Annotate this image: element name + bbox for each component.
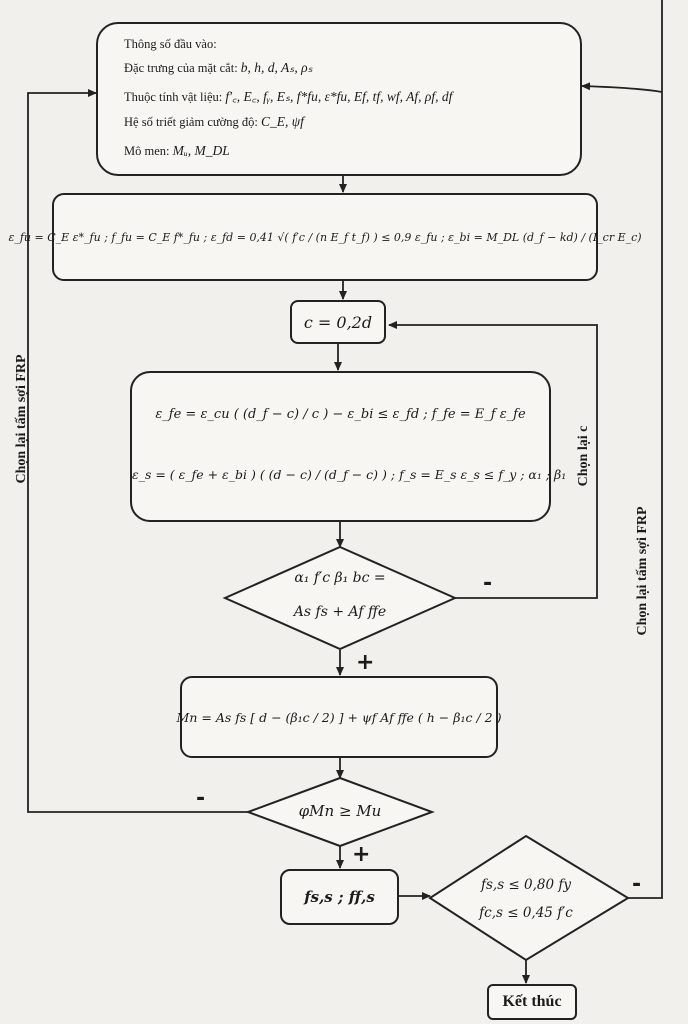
loop-right-frp [628,0,663,899]
material-props-label: Thuộc tính vật liệu: [124,90,223,104]
service-stress-formula: fs,s ; ff,s [304,888,375,906]
decision2-no-sign: - [196,786,206,811]
decision1-no-sign: - [483,571,493,596]
loop-right-frp-entry [581,82,663,93]
decision3-shape [428,834,630,962]
decision3-no-sign: - [632,872,642,897]
decision1-line-1: α₁ f′c β₁ bc = [294,570,386,586]
chon-lai-c-label: Chọn lại c [576,425,591,487]
decision3-line-2: fc,s ≤ 0,45 f′c [479,905,573,921]
section-props-vars: b, h, d, Aₛ, ρₛ [240,60,313,75]
loop-left-frp [27,89,248,813]
c-init-box: c = 0,2d [290,300,386,344]
loop-chon-lai-c [388,321,598,599]
strain-formula-2: ε_s = ( ε_fe + ε_bi ) ( (d − c) / (d_f −… [132,467,567,482]
moment-vars: Mᵤ, M_DL [172,143,230,158]
left-loop-label: Chọn lại tấm sợi FRP [14,354,29,484]
moment-label: Mô men: [124,144,170,158]
moment-capacity-box: Mn = As fs [ d − (β₁c / 2) ] + ψf Af ffe… [177,676,501,758]
input-line-5: Mô men: Mᵤ, M_DL [124,143,230,159]
input-line-2: Đặc trưng của mặt cắt: b, h, d, Aₛ, ρₛ [124,60,313,76]
input-box: Thông số đầu vào: Đặc trưng của mặt cắt:… [96,22,582,176]
decision1-shape [222,545,458,651]
input-line-4: Hệ số triết giảm cường độ: C_E, ψf [124,114,304,130]
section-props-label: Đặc trưng của mặt cắt: [124,61,238,75]
service-stress-box: fs,s ; ff,s [280,869,399,925]
step1-box: ε_fu = C_E ε*_fu ; f_fu = C_E f*_fu ; ε_… [8,193,642,281]
right-loop-label: Chọn lại tấm sợi FRP [635,506,650,636]
input-title: Thông số đầu vào: [124,37,217,51]
c-init-formula: c = 0,2d [303,312,373,332]
input-line-1: Thông số đầu vào: [124,37,217,52]
end-box: Kết thúc [487,984,577,1020]
decision2-yes-sign: + [352,842,371,867]
strain-box: ε_fe = ε_cu ( (d_f − c) / c ) − ε_bi ≤ ε… [130,371,567,522]
strain-formula-1: ε_fe = ε_cu ( (d_f − c) / c ) − ε_bi ≤ ε… [155,407,526,422]
decision3-line-1: fs,s ≤ 0,80 fy [480,877,571,893]
decision1-yes-sign: + [356,650,375,675]
step1-formula: ε_fu = C_E ε*_fu ; f_fu = C_E f*_fu ; ε_… [8,230,642,244]
reduction-factor-vars: C_E, ψf [260,114,304,129]
material-props-vars: f′꜀, E꜀, fᵧ, Eₛ, f*fu, ε*fu, Ef, tf, wf,… [225,89,453,104]
decision2-text: φMn ≥ Mu [298,802,382,820]
moment-capacity-formula: Mn = As fs [ d − (β₁c / 2) ] + ψf Af ffe… [176,709,502,725]
decision1-line-2: As fs + Af ffe [293,604,387,620]
reduction-factor-label: Hệ số triết giảm cường độ: [124,115,258,129]
end-label: Kết thúc [502,993,562,1010]
decision2-shape [245,776,435,848]
input-line-3: Thuộc tính vật liệu: f′꜀, E꜀, fᵧ, Eₛ, f*… [124,87,452,105]
